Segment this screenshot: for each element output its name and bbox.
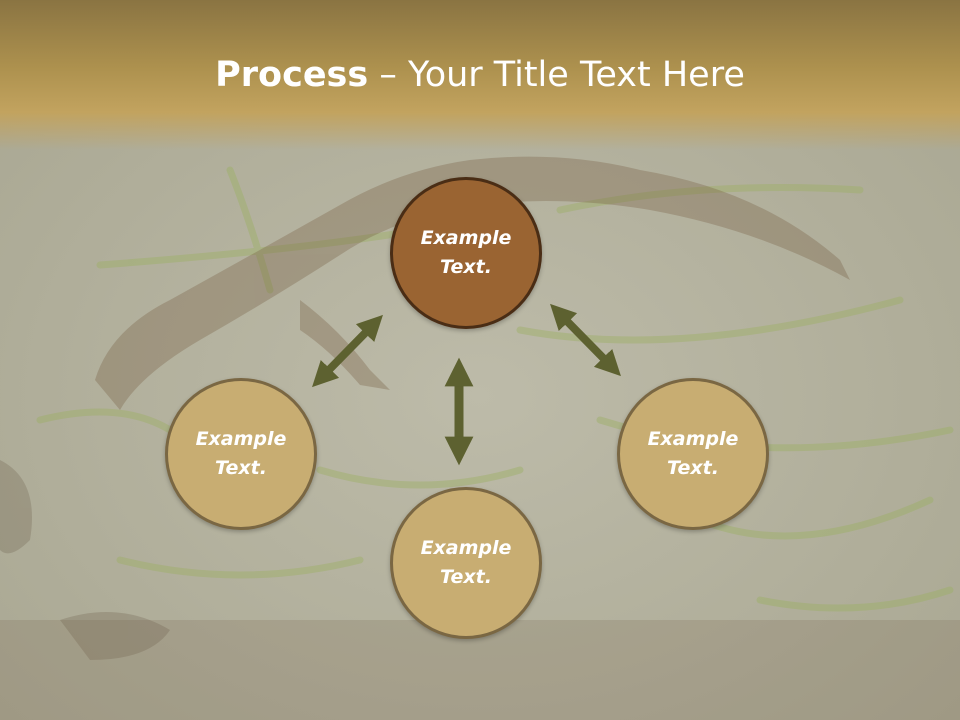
title-bold: Process (215, 55, 369, 95)
slide-title: Process – Your Title Text Here (0, 52, 960, 98)
title-rest: – Your Title Text Here (368, 55, 745, 95)
node-right: Example Text. (617, 378, 769, 530)
node-top: Example Text. (390, 177, 542, 329)
node-bottom: Example Text. (390, 487, 542, 639)
node-bottom-label: Example Text. (420, 537, 512, 588)
node-left-label: Example Text. (195, 428, 287, 479)
node-right-label: Example Text. (647, 428, 739, 479)
title-band (0, 0, 960, 150)
double-arrow-right-icon (550, 303, 621, 377)
node-top-label: Example Text. (420, 227, 512, 278)
node-left: Example Text. (165, 378, 317, 530)
double-arrow-left-icon (312, 314, 383, 388)
